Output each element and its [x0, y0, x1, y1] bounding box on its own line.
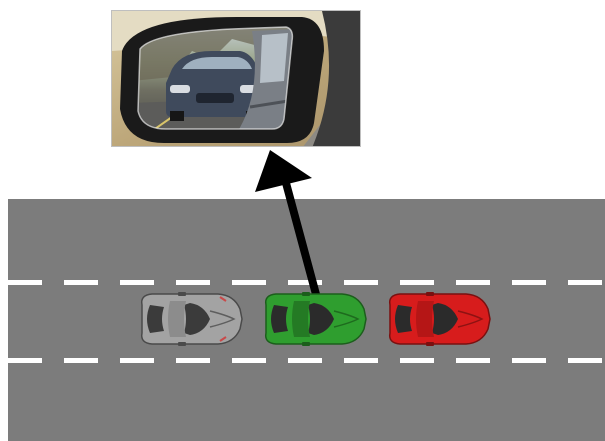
arrow — [255, 150, 317, 298]
red-car — [390, 292, 490, 346]
green-car — [266, 292, 366, 346]
arrow-shaft — [286, 183, 317, 298]
gray-car — [142, 292, 242, 346]
